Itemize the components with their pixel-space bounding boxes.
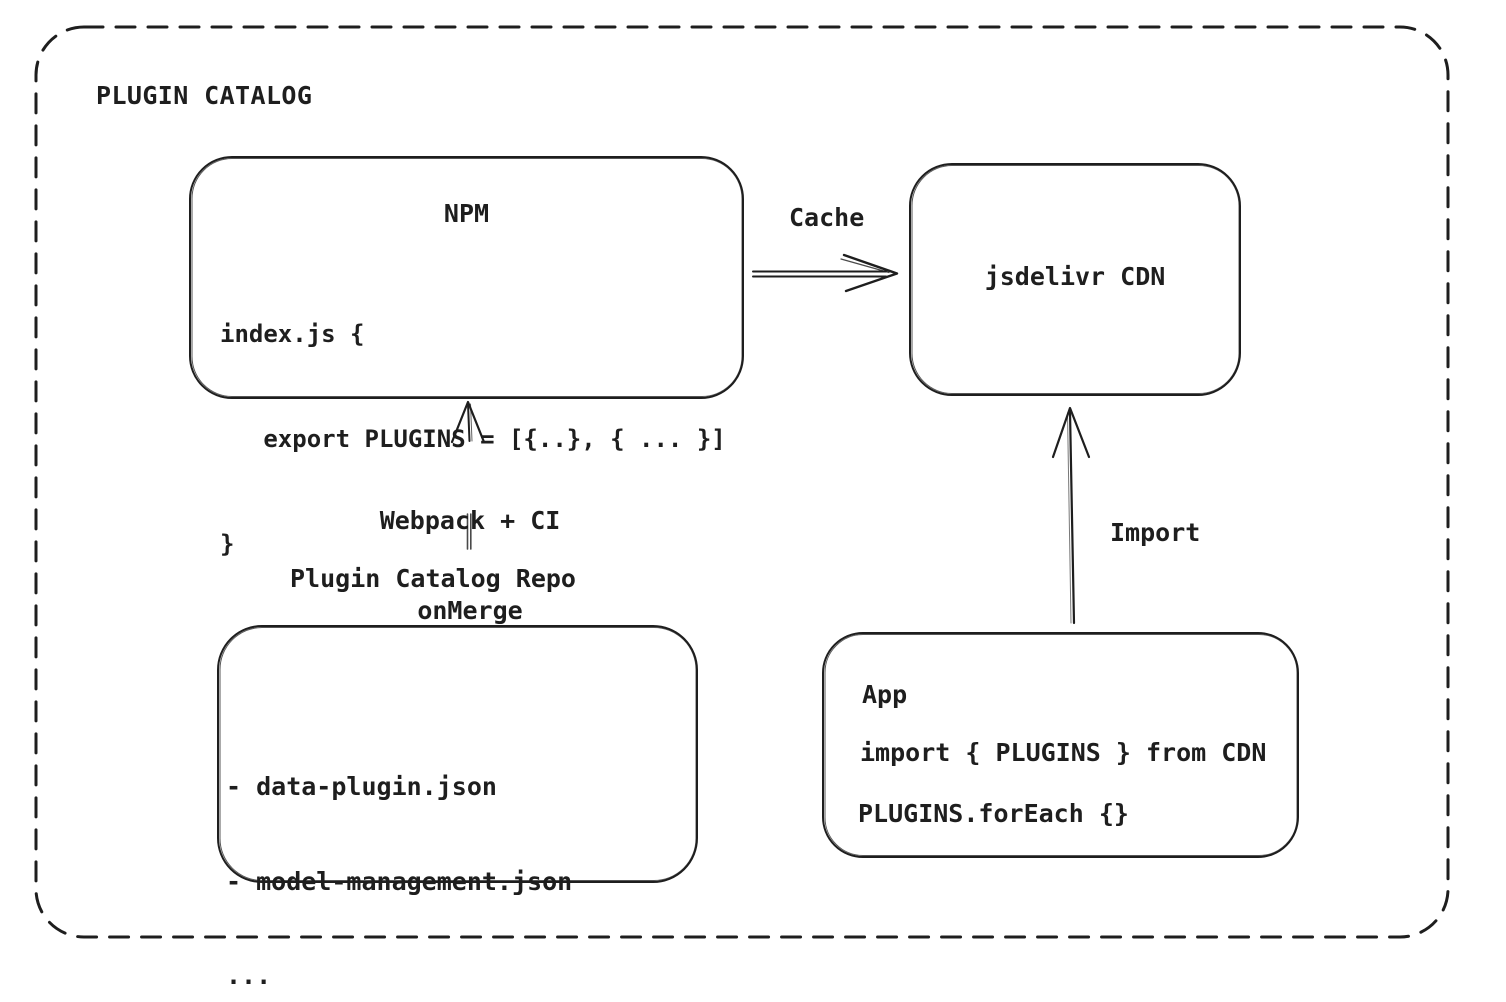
app-box-title: App [862, 680, 908, 709]
npm-code-line: export PLUGINS = [{..}, { ... }] [220, 425, 726, 453]
npm-box-title: NPM [443, 199, 490, 228]
npm-code-block: index.js { export PLUGINS = [{..}, { ...… [220, 247, 726, 632]
cdn-box-outline [909, 163, 1241, 396]
repo-file-item: - data-plugin.json [226, 772, 497, 801]
npm-box-outline [189, 156, 744, 399]
repo-file-item: ... [226, 961, 272, 990]
npm-code-line: } [220, 530, 235, 558]
build-arrow-label: Webpack + CI onMerge [330, 446, 610, 686]
diagram-title: PLUGIN CATALOG [96, 81, 313, 110]
catalog-container-outline [34, 25, 1450, 939]
build-arrow [450, 400, 486, 550]
repo-file-list: - data-plugin.json - model-management.js… [226, 708, 572, 1002]
cache-arrow-label: Cache [789, 203, 865, 232]
build-arrow-label-line: Webpack + CI [379, 506, 561, 535]
app-box-outline [822, 632, 1299, 858]
cache-arrow [752, 253, 899, 293]
app-code-line: PLUGINS.forEach {} [858, 799, 1129, 828]
import-arrow [1051, 406, 1091, 625]
repo-box-outline [217, 625, 698, 883]
build-arrow-label-line: onMerge [417, 596, 523, 625]
cdn-box-label: jsdelivr CDN [984, 262, 1166, 291]
import-arrow-label: Import [1110, 518, 1201, 547]
npm-code-line: index.js { [220, 320, 365, 348]
app-code-line: import { PLUGINS } from CDN [860, 738, 1267, 767]
repo-box-title: Plugin Catalog Repo [290, 564, 576, 593]
repo-file-item: - model-management.json [226, 866, 573, 896]
